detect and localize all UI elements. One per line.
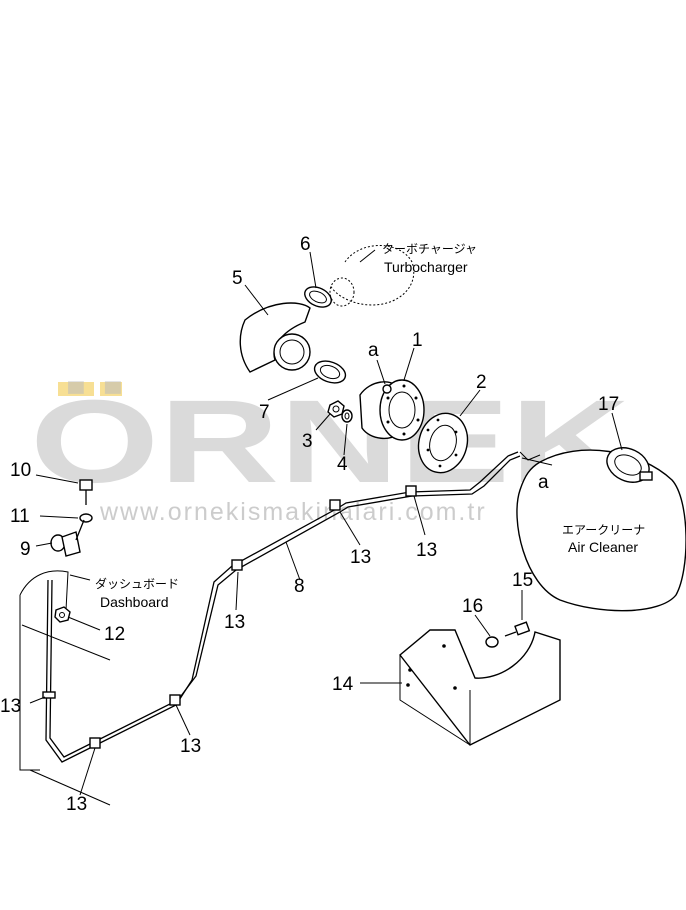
callout-16: 16 <box>462 596 483 617</box>
watermark-accent <box>58 382 94 396</box>
callout-8: 8 <box>294 576 305 597</box>
clips-13 <box>42 485 417 749</box>
callout-17: 17 <box>598 394 619 415</box>
callout-1: 1 <box>412 330 423 351</box>
label-dashboard-en: Dashboard <box>100 594 169 610</box>
callout-11: 11 <box>10 506 30 527</box>
callout-numbers: 1 2 3 4 5 6 7 8 9 10 11 12 13 13 13 13 1… <box>0 234 619 815</box>
callout-13-d: 13 <box>0 696 21 717</box>
hose-clamp-7 <box>313 360 347 384</box>
label-dashboard-jp: ダッシュボード <box>95 576 179 591</box>
callout-3: 3 <box>302 431 313 452</box>
callout-a-top: a <box>368 340 379 361</box>
callout-13-c: 13 <box>224 612 245 633</box>
hose-clamp-6 <box>304 286 332 308</box>
component-labels: ターボチャージャ Turbocharger ダッシュボード Dashboard … <box>95 242 645 610</box>
watermark-accent-2 <box>100 382 122 396</box>
callout-13-f: 13 <box>66 794 87 815</box>
nut-3 <box>327 400 345 418</box>
turbocharger <box>329 245 415 307</box>
callout-a-right: a <box>538 472 549 493</box>
vacuum-indicator-9 <box>50 519 85 557</box>
callout-15: 15 <box>512 570 533 591</box>
watermark-url: www.ornekismakinalari.com.tr <box>99 498 487 526</box>
washer-16 <box>485 636 499 648</box>
washer-11 <box>79 513 93 523</box>
air-cleaner <box>516 447 686 612</box>
gasket <box>417 412 469 474</box>
bracket-14 <box>399 629 561 746</box>
callout-10: 10 <box>10 460 31 481</box>
callout-9: 9 <box>20 539 31 560</box>
callout-13-b: 13 <box>416 540 437 561</box>
leader-lines <box>29 249 623 796</box>
label-turbocharger-en: Turbocharger <box>384 259 468 275</box>
callout-4: 4 <box>337 454 348 475</box>
callout-7: 7 <box>259 402 270 423</box>
dashboard-panel <box>19 570 111 806</box>
label-turbocharger-jp: ターボチャージャ <box>382 242 477 256</box>
bolt-10 <box>79 479 93 505</box>
label-air-cleaner-jp: エアークリーナ <box>562 523 645 537</box>
flange-adapter <box>359 379 425 441</box>
callout-12: 12 <box>104 624 125 645</box>
nut-12 <box>54 606 71 623</box>
label-air-cleaner-en: Air Cleaner <box>568 539 638 555</box>
callout-6: 6 <box>300 234 311 255</box>
callout-13-a: 13 <box>350 547 371 568</box>
callout-5: 5 <box>232 268 243 289</box>
elbow-hose <box>239 302 311 373</box>
washer-4 <box>341 409 353 423</box>
callout-13-e: 13 <box>180 736 201 757</box>
callout-14: 14 <box>332 674 354 695</box>
bolt-15 <box>504 621 531 637</box>
callout-2: 2 <box>476 372 487 393</box>
